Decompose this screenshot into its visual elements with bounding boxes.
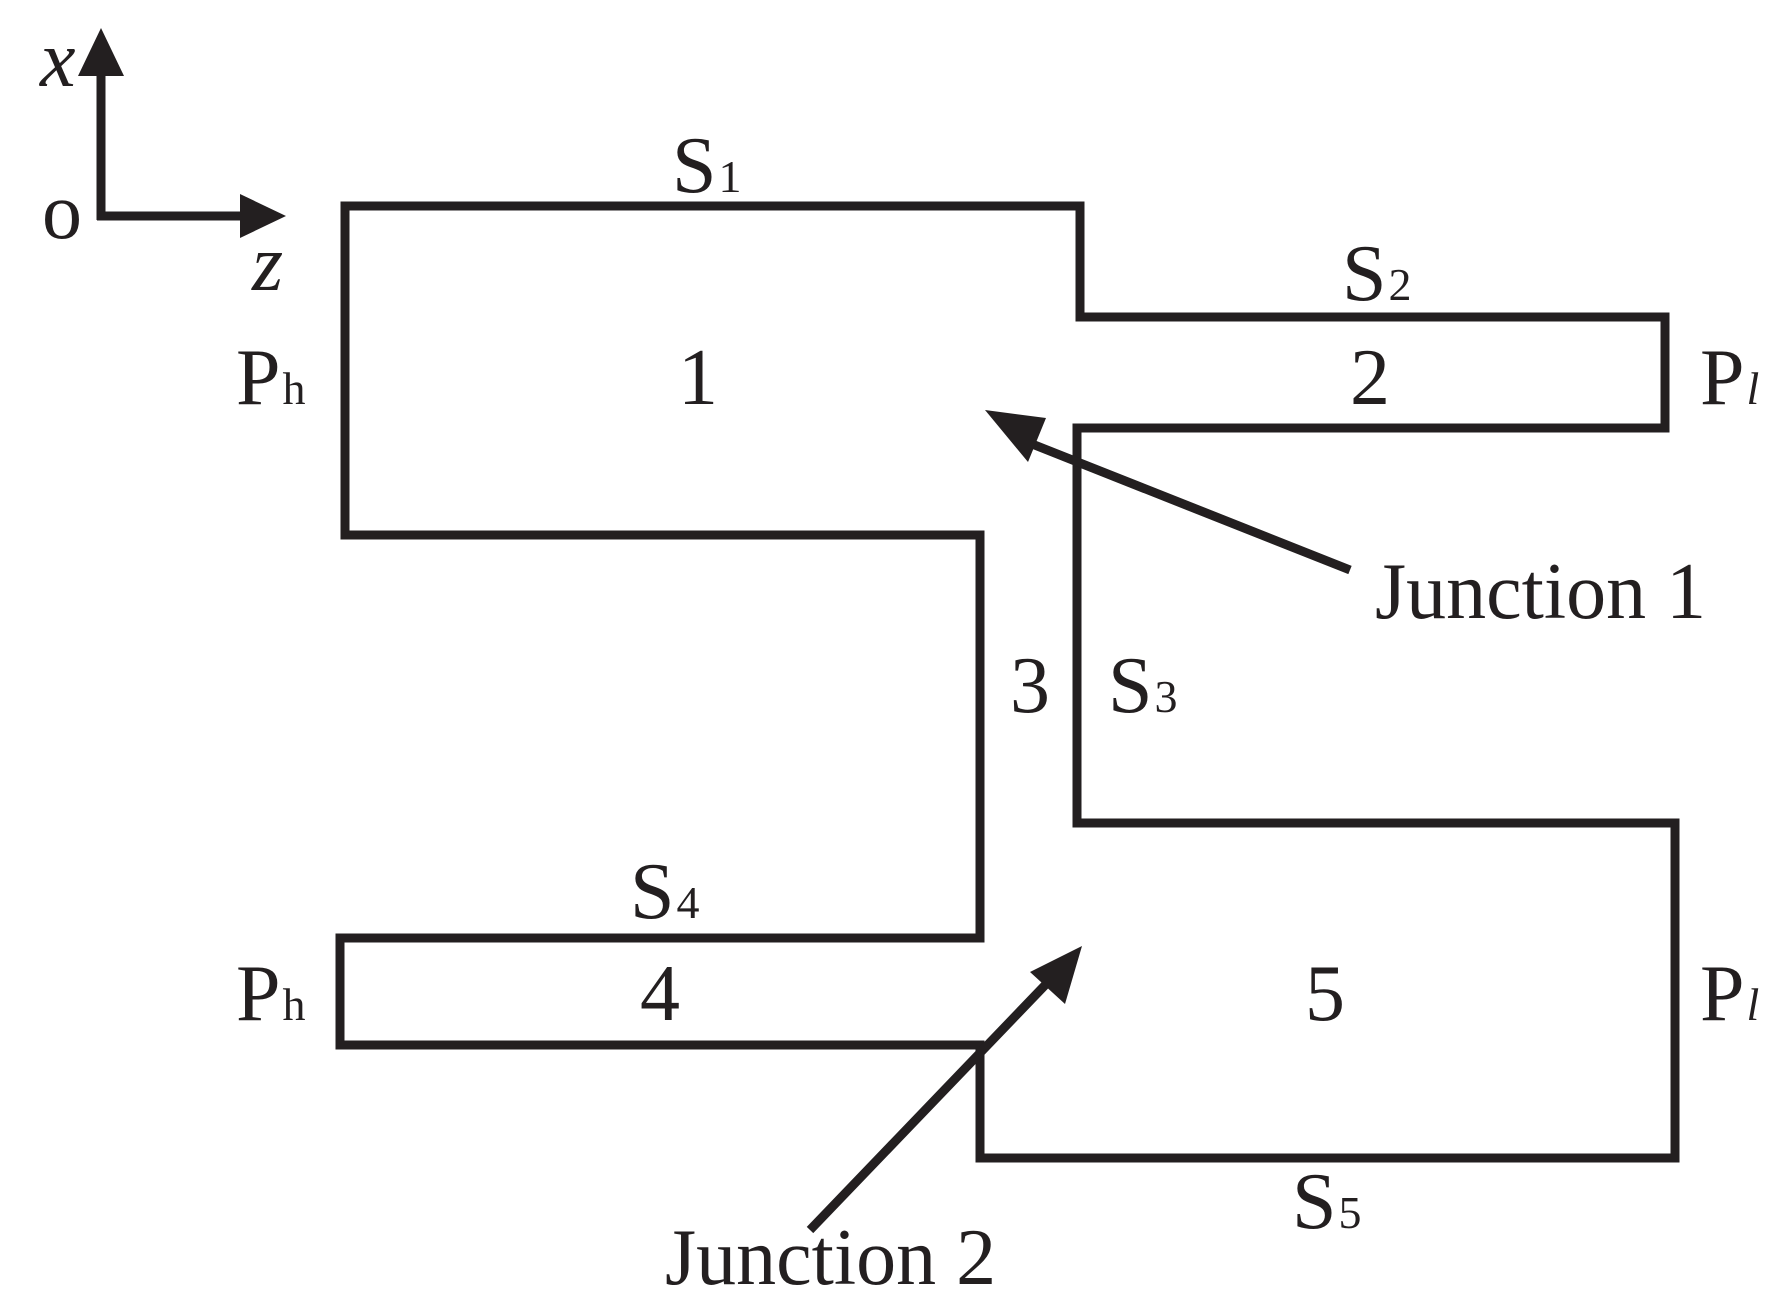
surface-label-s3: S3	[1108, 642, 1178, 730]
z-axis-label: z	[251, 220, 283, 308]
region-label-3: 3	[1010, 642, 1050, 730]
x-axis-arrowhead	[78, 28, 124, 76]
surface-label-s4: S4	[630, 848, 700, 936]
junction-2-arrowhead	[1030, 946, 1082, 1004]
region-label-1: 1	[678, 334, 718, 422]
junction-2-label: Junction 2	[665, 1214, 996, 1302]
pressure-label-ph-top: Ph	[236, 334, 306, 422]
region-label-4: 4	[640, 950, 680, 1038]
junction-1-annotation: Junction 1	[985, 410, 1706, 636]
surface-label-s2: S2	[1342, 230, 1412, 318]
upper-passage-outline	[335, 201, 1680, 1163]
pressure-label-pl-top: Pl	[1700, 334, 1759, 422]
pressure-label-pl-bottom: Pl	[1700, 950, 1759, 1038]
junction-2-annotation: Junction 2	[665, 946, 1082, 1302]
coordinate-axes: x z o	[39, 16, 286, 308]
junction-1-arrowhead	[985, 410, 1046, 462]
region-label-2: 2	[1350, 334, 1390, 422]
pressure-label-ph-bottom: Ph	[236, 950, 306, 1038]
surface-label-s1: S1	[672, 122, 742, 210]
junction-1-label: Junction 1	[1375, 548, 1706, 636]
x-axis-label: x	[39, 16, 76, 104]
origin-label: o	[42, 168, 82, 256]
region-label-5: 5	[1305, 950, 1345, 1038]
surface-label-s5: S5	[1292, 1158, 1362, 1246]
junction-1-pointer-line	[1020, 435, 1352, 575]
z-axis-arrowhead	[240, 194, 286, 238]
junction-2-pointer-line	[806, 976, 1054, 1234]
